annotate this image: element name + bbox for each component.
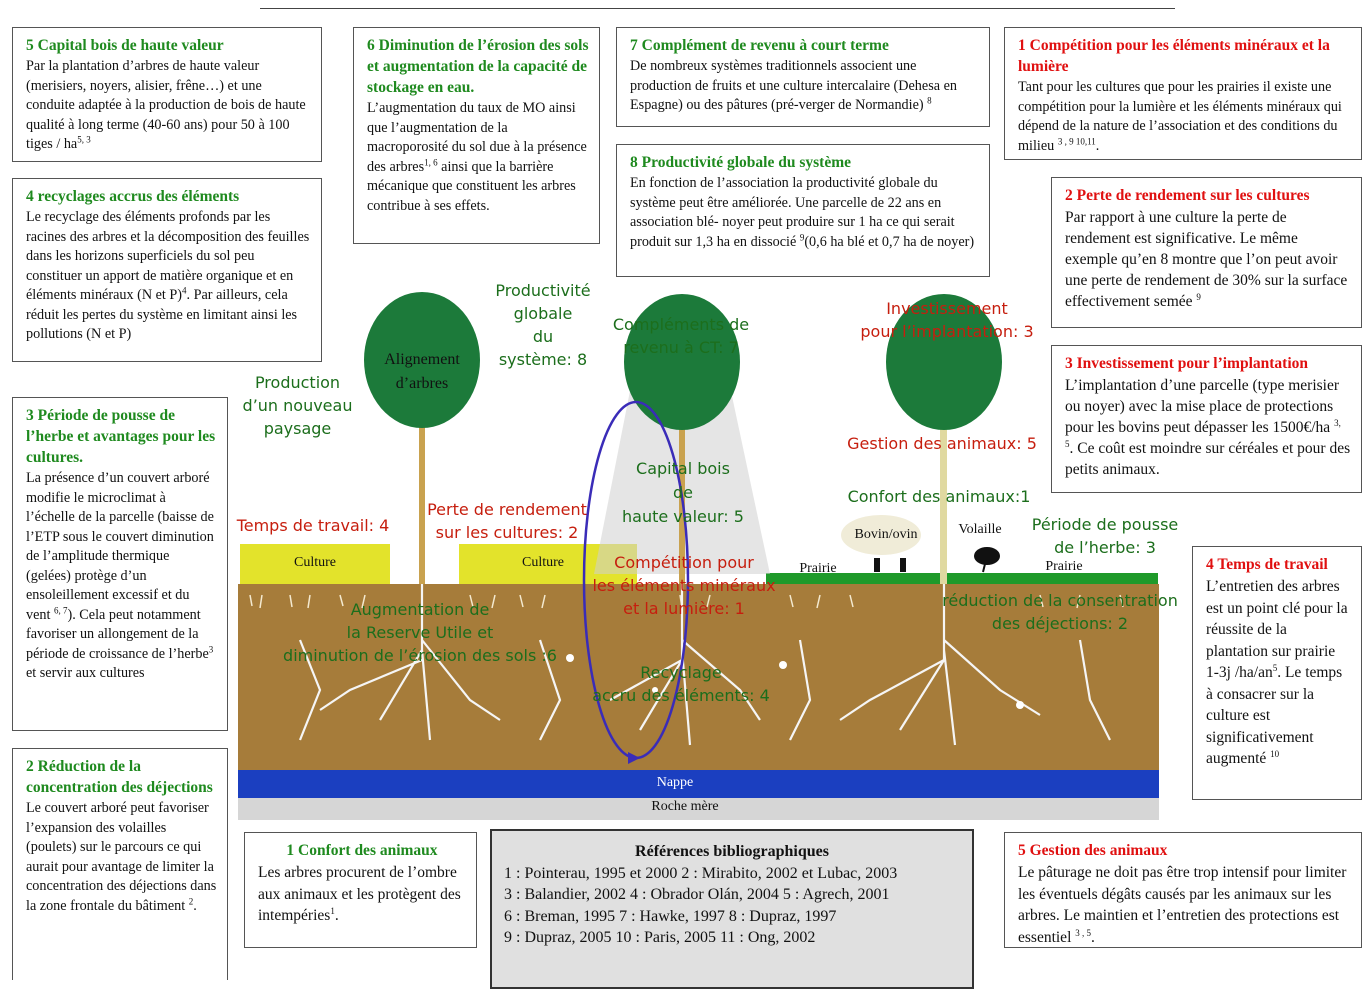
box-competition: 1 Compétition pour les éléments minéraux…	[1004, 27, 1362, 160]
culture-label-1: Culture	[294, 555, 336, 570]
box-investissement: 3 Investissement pour l’implantation L’i…	[1051, 345, 1362, 493]
bovin-leg-1	[874, 558, 880, 572]
box-reduction-dejections: 2 Réduction de la concentration des déje…	[12, 748, 228, 980]
nappe-label: Nappe	[656, 775, 694, 790]
grass-blades	[249, 594, 1124, 609]
tree-canopy-1	[364, 292, 480, 428]
prairie-label-1: Prairie	[799, 561, 837, 576]
alignement-label-2: d’arbres	[395, 375, 449, 392]
references-title: Références bibliographiques	[635, 843, 829, 860]
box-recyclages: 4 recyclages accrus des éléments Le recy…	[12, 178, 322, 362]
volaille-body	[974, 547, 1000, 565]
volaille-label: Volaille	[958, 522, 1002, 537]
reference-line: 9 : Dupraz, 2005 10 : Paris, 2005 11 : O…	[504, 929, 816, 946]
confort-animaux-label: Confort des animaux:1	[847, 487, 1031, 506]
roche-label: Roche mère	[651, 799, 719, 814]
top-rule	[260, 8, 1175, 9]
water-table	[238, 770, 1159, 798]
root-nodules	[566, 654, 1024, 709]
bovin-label: Bovin/ovin	[854, 527, 918, 542]
prairie-strip	[766, 573, 1158, 584]
box-perte-rendement: 2 Perte de rendement sur les cultures Pa…	[1051, 177, 1362, 328]
box-confort-animaux: 1 Confort des animaux Les arbres procure…	[244, 832, 477, 948]
reference-line: 6 : Breman, 1995 7 : Hawke, 1997 8 : Dup…	[504, 907, 837, 925]
volaille-leg	[982, 563, 986, 573]
loop-arrow	[628, 752, 640, 764]
box-capital-bois: 5 Capital bois de haute valeur Par la pl…	[12, 27, 322, 162]
culture-label-2: Culture	[522, 555, 564, 570]
prairie-label-2: Prairie	[1045, 559, 1083, 574]
box-temps-travail: 4 Temps de travail L’entretien des arbre…	[1192, 546, 1362, 800]
bedrock	[238, 798, 1159, 820]
reference-line: 3 : Balandier, 2002 4 : Obrador Olán, 20…	[504, 886, 890, 903]
alignement-label-1: Alignement	[384, 351, 460, 368]
box-complement-revenu: 7 Complément de revenu à court terme De …	[616, 27, 990, 127]
bovin-body	[841, 515, 921, 555]
culture-field-1	[240, 544, 390, 584]
box-gestion-animaux: 5 Gestion des animaux Le pâturage ne doi…	[1004, 832, 1362, 948]
tree-canopy-2	[624, 294, 740, 430]
tree-trunk-1	[419, 420, 425, 584]
tree-trunk-3	[940, 420, 947, 584]
temps-travail-label: Temps de travail: 4	[236, 516, 390, 535]
gestion-animaux-label: Gestion des animaux: 5	[847, 434, 1037, 453]
box-diminution-erosion: 6 Diminution de l’érosion des sols et au…	[353, 27, 600, 244]
soil-layer	[238, 584, 1159, 770]
box-productivite: 8 Productivité globale du système En fon…	[616, 144, 990, 277]
box-periode-pousse: 3 Période de pousse de l’herbe et avanta…	[12, 397, 228, 731]
tree-canopy-3	[886, 294, 1002, 430]
reference-line: 1 : Pointerau, 1995 et 2000 2 : Mirabito…	[504, 864, 898, 882]
bovin-leg-2	[900, 558, 906, 572]
references-box: Références bibliographiques 1 : Pointera…	[490, 829, 974, 989]
